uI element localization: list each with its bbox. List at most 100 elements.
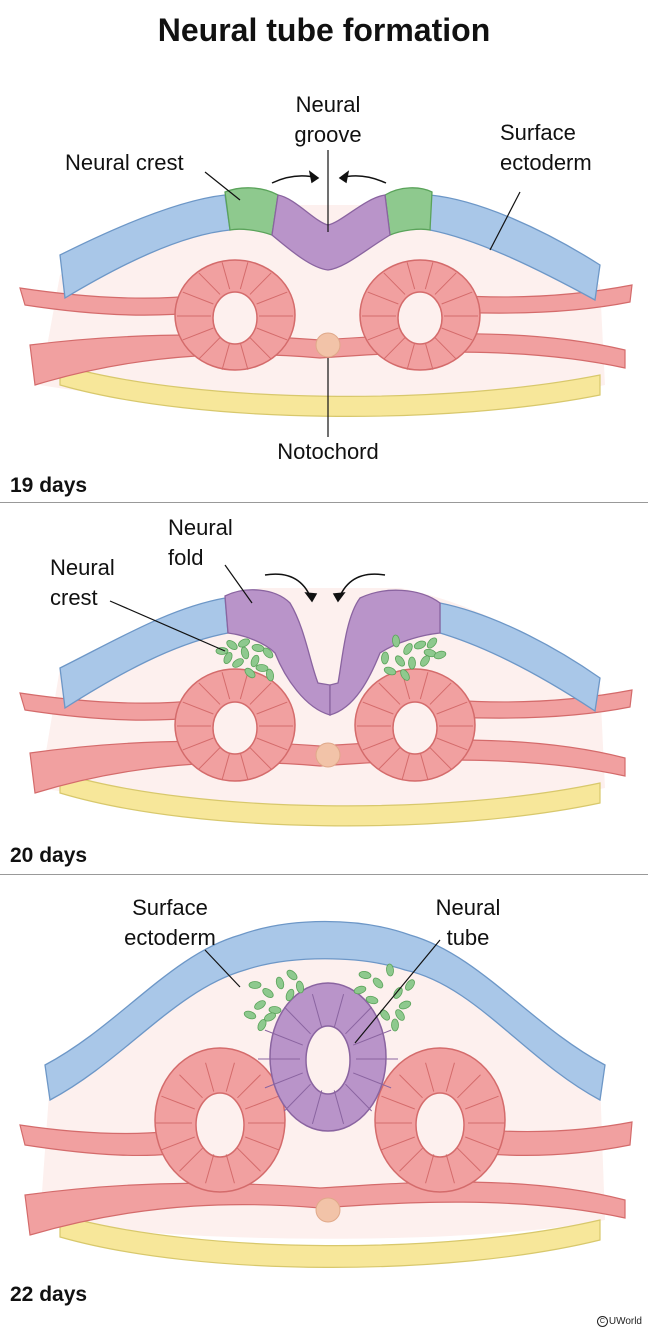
cell-boundary	[406, 262, 416, 290]
cell-boundary	[425, 1154, 435, 1184]
label-neural-tube: Neural tube	[418, 893, 518, 953]
callout-lines	[204, 150, 521, 437]
neural-crest-cell	[405, 979, 415, 991]
cell-boundary	[249, 337, 272, 360]
neural-crest-cell	[295, 980, 305, 994]
cell-boundary	[345, 1083, 373, 1112]
day-label-19: 19 days	[10, 474, 88, 497]
somite-right	[354, 668, 476, 782]
callout-lines	[204, 939, 441, 1044]
cell-boundary	[383, 337, 406, 360]
cell-boundary	[264, 1072, 303, 1089]
label-neural-groove-line1: Neural	[295, 92, 361, 117]
cell-boundary	[161, 1136, 195, 1151]
neural-crest-cell	[381, 651, 389, 665]
page-title: Neural tube formation	[157, 12, 491, 48]
neural-plate	[271, 194, 391, 271]
neural-crest-cell	[395, 1009, 405, 1021]
neural-crest-cell	[386, 963, 394, 977]
neural-crest-cell	[262, 647, 274, 659]
endoderm-layer	[59, 772, 601, 827]
cell-boundary	[457, 1074, 481, 1099]
label-neural-tube-line1: Neural	[435, 895, 501, 920]
divider-2	[0, 874, 648, 875]
cell-boundary	[381, 1136, 415, 1151]
neural-crest-cells	[243, 963, 415, 1032]
label-neural-tube-line2: tube	[446, 925, 490, 950]
endoderm-layer	[59, 1214, 601, 1268]
cell-boundary	[367, 327, 399, 341]
cell-boundary	[419, 672, 429, 700]
cell-boundary	[221, 752, 231, 780]
cell-boundary	[245, 1095, 279, 1110]
label-neural-fold: Neural fold	[168, 513, 233, 573]
somite-left	[154, 1047, 286, 1193]
cell-boundary	[425, 1062, 435, 1092]
cell-boundary	[239, 342, 249, 370]
endoderm-layer	[59, 364, 601, 417]
cell-boundary	[283, 1006, 311, 1035]
cell-boundary	[249, 682, 272, 705]
cell-boundary	[457, 1147, 481, 1172]
cell-boundary	[399, 1074, 423, 1099]
label-surface-ectoderm-line2: ectoderm	[500, 150, 592, 175]
label-neural-groove-line2: groove	[294, 122, 362, 147]
cell-boundary	[311, 994, 323, 1028]
cell-boundary	[239, 752, 249, 780]
cell-boundary	[249, 272, 272, 295]
stage-22-illustration	[19, 920, 633, 1268]
neural-tube	[258, 982, 398, 1132]
neural-crest-cell	[392, 634, 400, 648]
cell-boundary	[198, 337, 221, 360]
neural-crest-cell	[400, 669, 410, 681]
label-neural-crest: Neural crest	[50, 553, 115, 613]
cell-boundary	[465, 1095, 499, 1110]
fold-arrows	[271, 170, 387, 184]
neural-crest-right	[384, 187, 433, 236]
cell-boundary	[182, 327, 214, 341]
cell-boundary	[424, 262, 434, 290]
neural-crest-cell	[255, 664, 269, 672]
cell-boundary	[383, 272, 406, 295]
cell-boundary	[436, 737, 468, 751]
cell-boundary	[441, 327, 473, 341]
neural-crest-cell	[262, 988, 274, 998]
label-surface-ectoderm: Surface ectoderm	[500, 118, 592, 178]
somite-right	[374, 1047, 506, 1193]
cell-boundary	[221, 672, 231, 700]
cell-boundary	[182, 291, 214, 305]
cell-boundary	[333, 1090, 345, 1124]
somite-right	[359, 259, 481, 371]
notochord	[315, 1197, 341, 1223]
label-neural-crest: Neural crest	[65, 150, 184, 175]
surface-ectoderm-right	[439, 602, 601, 713]
cell-boundary	[205, 1062, 215, 1092]
neural-crest-cell	[358, 970, 372, 980]
copyright-text: UWorld	[608, 1316, 642, 1327]
neural-crest-cell	[232, 658, 244, 668]
neural-crest-cell	[413, 640, 427, 650]
cell-boundary	[381, 1095, 415, 1110]
cell-boundary	[378, 747, 401, 770]
label-neural-groove: Neural groove	[278, 90, 378, 150]
neural-crest-cell	[264, 1012, 276, 1022]
label-surface-ectoderm-line2: ectoderm	[124, 925, 216, 950]
stage-19-illustration	[19, 150, 633, 437]
cell-boundary	[429, 682, 452, 705]
cell-boundary	[424, 342, 434, 370]
cell-boundary	[436, 701, 468, 715]
copyright-icon: C	[596, 1316, 608, 1327]
neural-crest-cell	[226, 640, 238, 650]
label-neural-fold-line2: fold	[168, 545, 204, 570]
day-label-22: 22 days	[10, 1283, 88, 1306]
neural-crest-cell	[254, 1000, 266, 1010]
somite-left	[174, 259, 296, 371]
cell-boundary	[401, 752, 411, 780]
neural-crest-cell	[398, 1000, 412, 1010]
neural-crest-cell	[286, 969, 298, 981]
cell-boundary	[237, 1147, 261, 1172]
cell-boundary	[221, 342, 231, 370]
cell-boundary	[445, 1062, 455, 1092]
cell-boundary	[353, 1072, 392, 1089]
